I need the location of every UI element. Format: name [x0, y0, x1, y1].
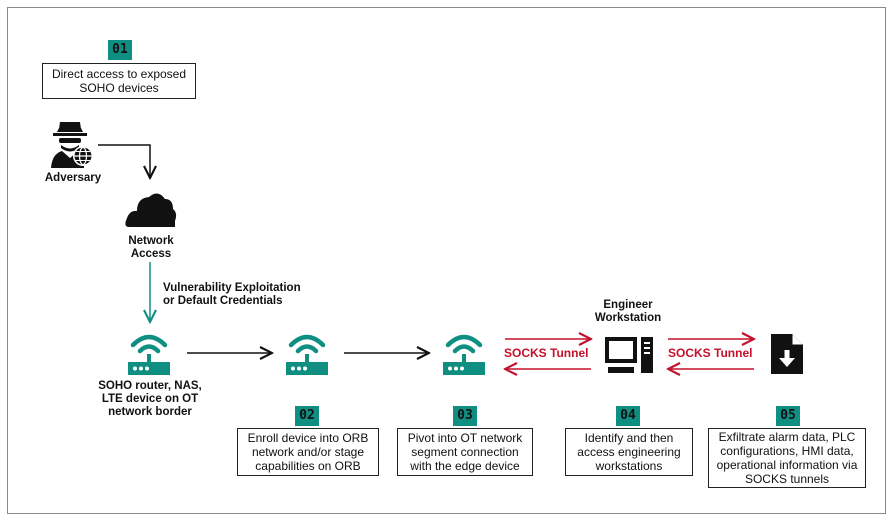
engineer-workstation-label: Engineer Workstation	[594, 299, 662, 324]
step-03-box: Pivot into OT network segment connection…	[397, 428, 533, 476]
soho-label: SOHO router, NAS, LTE device on OT netwo…	[98, 380, 202, 418]
network-access-label: Network Access	[128, 235, 174, 260]
step-02-badge: 02	[295, 406, 319, 426]
adversary-to-network-arrow	[98, 144, 150, 178]
download-file-icon	[770, 333, 804, 380]
step-04-badge: 04	[616, 406, 640, 426]
step-05-badge: 05	[776, 406, 800, 426]
socks-tunnel-label-2: SOCKS Tunnel	[668, 346, 753, 360]
router-icon	[285, 333, 329, 380]
step-05-box: Exfiltrate alarm data, PLC configuration…	[708, 428, 866, 488]
adversary-icon	[51, 118, 95, 175]
step-03-badge: 03	[453, 406, 477, 426]
router-icon	[127, 333, 171, 380]
diagram-frame	[7, 7, 886, 514]
step-04-box: Identify and then access engineering wor…	[565, 428, 693, 476]
vulnerability-label: Vulnerability Exploitation or Default Cr…	[163, 282, 301, 307]
socks-tunnel-label-1: SOCKS Tunnel	[504, 346, 589, 360]
router-icon	[442, 333, 486, 380]
adversary-label: Adversary	[44, 172, 102, 184]
step-01-box: Direct access to exposed SOHO devices	[42, 63, 196, 99]
cloud-icon	[125, 185, 177, 234]
step-02-box: Enroll device into ORB network and/or st…	[237, 428, 379, 476]
workstation-icon	[604, 335, 654, 380]
step-01-badge: 01	[108, 40, 132, 60]
